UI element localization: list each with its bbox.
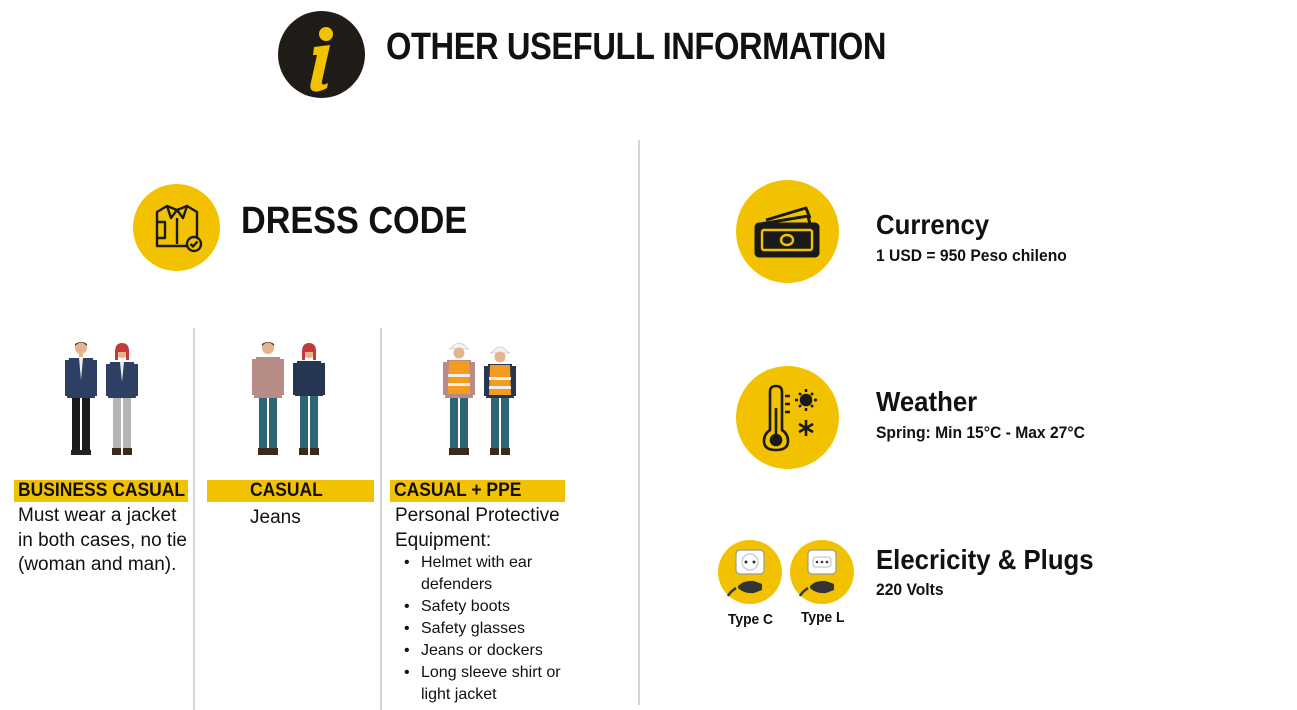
plug-type-c-icon [718,540,782,604]
casual-people-illustration [247,340,329,462]
casual-label: CASUAL [207,480,374,502]
shirt-check-icon [133,184,220,271]
divider [193,328,195,710]
divider [380,328,382,710]
currency-value: 1 USD = 950 Peso chileno [876,246,1067,265]
weather-title: Weather [876,386,978,417]
thermometer-icon [736,366,839,469]
info-icon [278,11,365,98]
weather-value: Spring: Min 15°C - Max 27°C [876,423,1085,442]
banknote-icon [736,180,839,283]
plug-type-l-label: Type L [801,609,845,626]
business-casual-label: BUSINESS CASUAL [14,480,188,502]
currency-title: Currency [876,209,990,240]
casual-ppe-label: CASUAL + PPE [390,480,565,502]
casual-description: Jeans [250,507,301,528]
plug-type-l-icon [790,540,854,604]
electricity-title: Elecricity & Plugs [876,544,1094,575]
electricity-value: 220 Volts [876,580,944,599]
list-item: Jeans or dockers [404,640,561,662]
plug-type-c-label: Type C [728,611,773,628]
business-casual-description: Must wear a jacket in both cases, no tie… [18,505,187,575]
casual-ppe-people-illustration [438,340,520,462]
casual-ppe-description: Personal Protective Equipment: [395,505,560,551]
list-item: Safety glasses [404,618,561,640]
business-casual-people-illustration [60,340,142,462]
page-title: OTHER USEFULL INFORMATION [386,26,887,68]
dress-code-title: DRESS CODE [241,200,468,242]
list-item: Safety boots [404,596,561,618]
divider [638,140,640,705]
